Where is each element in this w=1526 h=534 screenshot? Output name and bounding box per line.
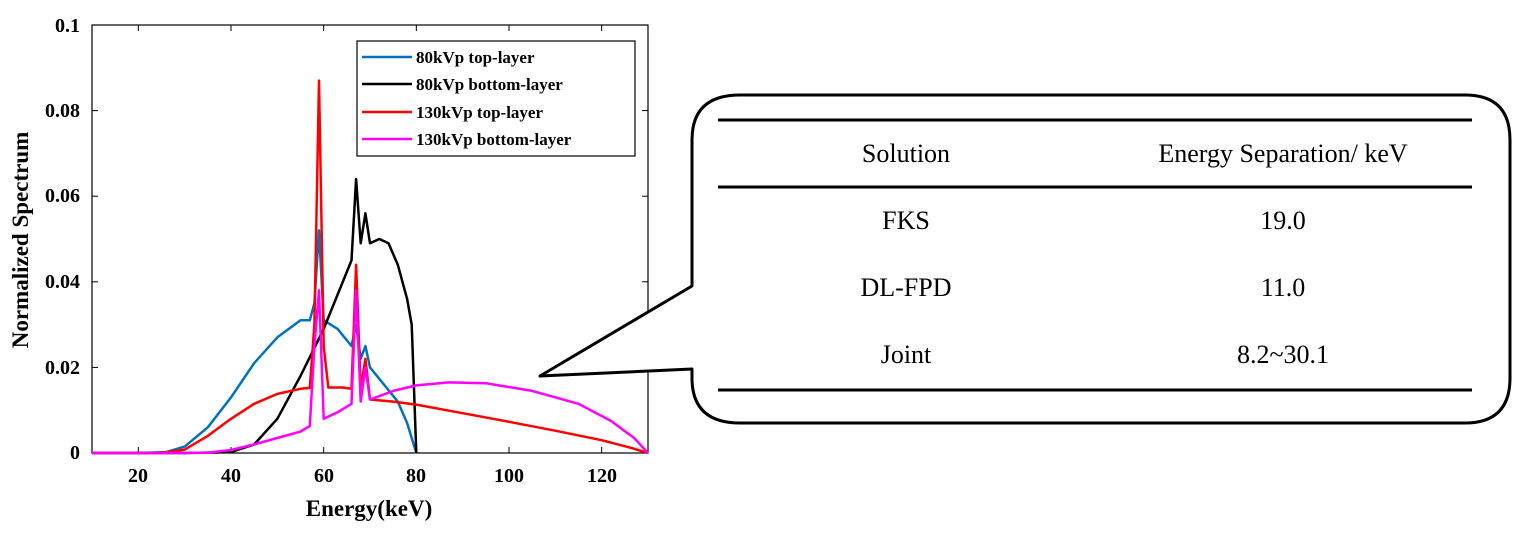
y-tick-label: 0.04: [45, 271, 80, 293]
x-tick-label: 60: [314, 465, 334, 487]
callout-box: [538, 93, 1512, 425]
table-cell-solution: FKS: [882, 206, 930, 235]
legend-box: [356, 40, 636, 157]
y-axis-title: Normalized Spectrum: [8, 132, 33, 349]
legend-label: 80kVp top-layer: [416, 48, 535, 67]
series-line: [92, 79, 649, 455]
y-tick-labels: 0 0.02 0.04 0.06 0.08 0.1: [45, 15, 80, 464]
series-lines: [92, 79, 649, 455]
y-tick-label: 0.1: [55, 15, 80, 37]
table-cell-solution: DL-FPD: [860, 273, 951, 302]
legend-label: 130kVp bottom-layer: [416, 130, 572, 149]
y-tick-label: 0.02: [45, 357, 80, 379]
x-tick-labels: 20 40 60 80 100 120: [128, 465, 617, 487]
x-tick-label: 20: [128, 465, 148, 487]
y-tick-label: 0.08: [45, 100, 80, 122]
table-header-energy-separation: Energy Separation/ keV: [1158, 139, 1408, 168]
x-axis-title: Energy(keV): [306, 496, 432, 521]
legend-label: 130kVp top-layer: [416, 103, 543, 122]
x-tick-label: 40: [221, 465, 241, 487]
legend-label: 80kVp bottom-layer: [416, 75, 563, 94]
table-cell-value: 19.0: [1260, 206, 1306, 235]
series-line: [92, 289, 649, 455]
legend: 80kVp top-layer 80kVp bottom-layer 130kV…: [356, 40, 636, 157]
series-line: [92, 229, 418, 455]
x-tick-label: 100: [494, 465, 524, 487]
table-cell-value: 8.2~30.1: [1237, 340, 1329, 369]
y-tick-label: 0: [70, 442, 80, 464]
table-cell-value: 11.0: [1261, 273, 1306, 302]
table-header-solution: Solution: [862, 139, 950, 168]
table-cell-solution: Joint: [881, 340, 932, 369]
x-tick-label: 80: [406, 465, 426, 487]
y-tick-label: 0.06: [45, 185, 80, 207]
x-tick-label: 120: [587, 465, 617, 487]
